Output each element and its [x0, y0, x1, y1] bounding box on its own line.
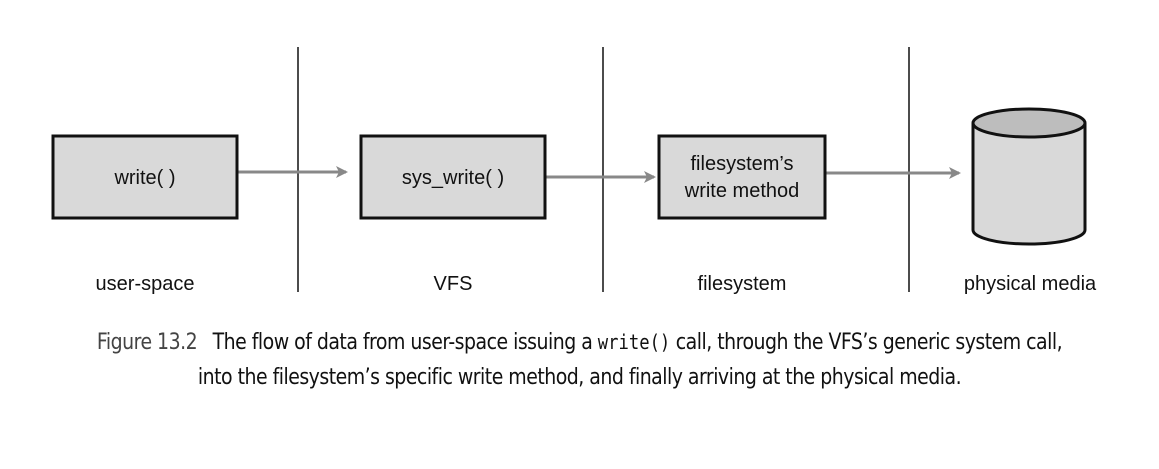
node-write: write( ) — [51, 134, 239, 220]
node-write-label: write( ) — [113, 167, 175, 189]
node-sys-write: sys_write( ) — [359, 134, 547, 220]
node-fs-write-label-line2: write method — [684, 180, 800, 202]
caption-text-start: The flow of data from user-space issuing… — [212, 330, 598, 355]
lane-label-filesystem: filesystem — [698, 273, 787, 295]
lane-label-physical-media: physical media — [964, 273, 1097, 295]
node-fs-write-label-line1: filesystem’s — [691, 153, 794, 175]
lane-label-vfs: VFS — [434, 273, 473, 295]
caption-code: write() — [597, 330, 671, 354]
caption-text-end: call, through the VFS’s generic system c… — [197, 330, 1063, 390]
figure-caption: Figure 13.2 The flow of data from user-sp… — [81, 325, 1078, 395]
node-sys-write-label: sys_write( ) — [402, 167, 504, 189]
node-filesystem-write-method: filesystem’s write method — [657, 134, 827, 220]
write-flow-diagram: write( ) sys_write( ) filesystem’s write… — [51, 47, 1097, 295]
lane-label-user-space: user-space — [96, 273, 195, 295]
figure-number: Figure 13.2 — [96, 330, 198, 355]
physical-media-cylinder-icon — [971, 107, 1087, 246]
